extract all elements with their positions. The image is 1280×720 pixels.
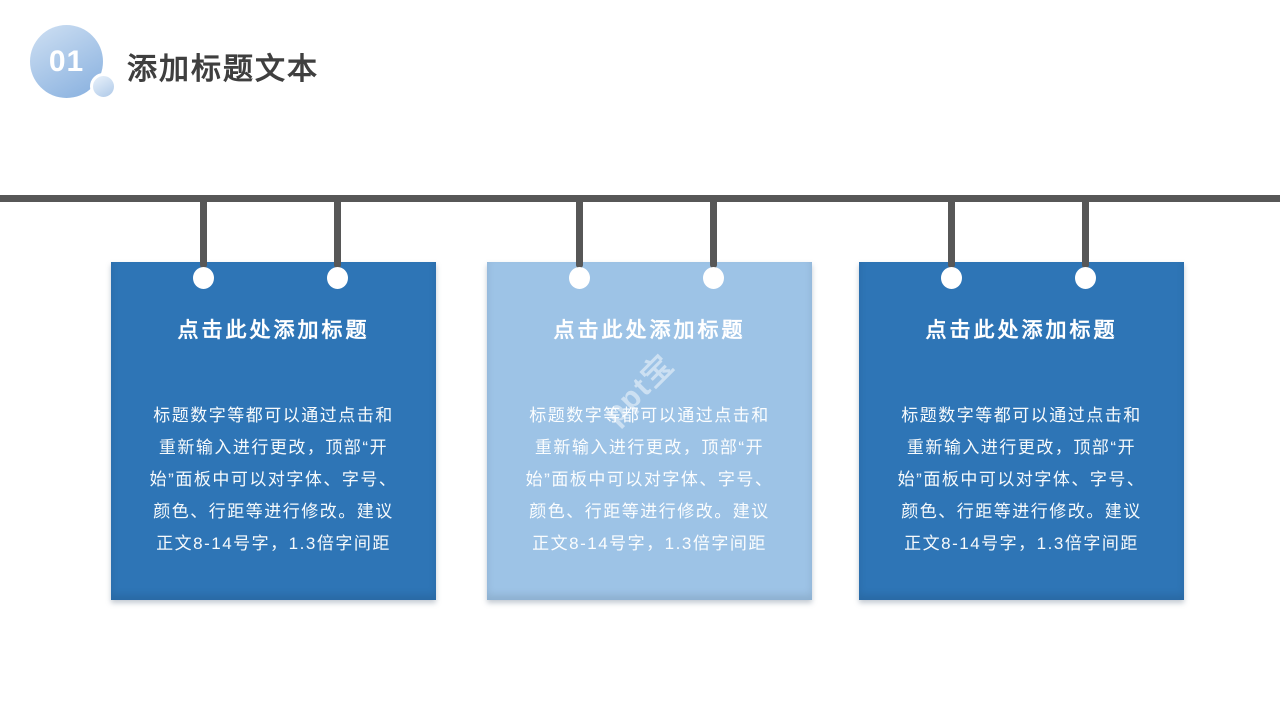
card-body-placeholder[interactable]: 标题数字等都可以通过点击和 重新输入进行更改，顶部“开 始”面板中可以对字体、字… (525, 406, 774, 553)
pin-hole-icon (327, 267, 348, 289)
decorative-dot-icon (90, 73, 117, 100)
section-number: 01 (48, 44, 85, 78)
section-number-circle: 01 (30, 25, 103, 98)
hanger-line-icon (710, 202, 717, 268)
timeline-line (0, 195, 1280, 202)
pin-hole-icon (941, 267, 962, 289)
hanger-line-icon (576, 202, 583, 268)
pin-hole-icon (569, 267, 590, 289)
hanging-card-2[interactable]: ppt宝 点击此处添加标题 标题数字等都可以通过点击和 重新输入进行更改，顶部“… (487, 202, 812, 600)
card-body-placeholder[interactable]: 标题数字等都可以通过点击和 重新输入进行更改，顶部“开 始”面板中可以对字体、字… (149, 406, 398, 553)
page-title: 添加标题文本 (127, 53, 319, 86)
card-title-placeholder[interactable]: 点击此处添加标题 (925, 319, 1118, 342)
hanger-line-icon (948, 202, 955, 268)
hanger-line-icon (200, 202, 207, 268)
card-title-placeholder[interactable]: 点击此处添加标题 (177, 319, 370, 342)
hanging-card-3[interactable]: 点击此处添加标题 标题数字等都可以通过点击和 重新输入进行更改，顶部“开 始”面… (859, 202, 1184, 600)
hanger-line-icon (1082, 202, 1089, 268)
card-body-placeholder[interactable]: 标题数字等都可以通过点击和 重新输入进行更改，顶部“开 始”面板中可以对字体、字… (897, 406, 1146, 553)
pin-hole-icon (703, 267, 724, 289)
card-title-placeholder[interactable]: 点击此处添加标题 (553, 319, 746, 342)
pin-hole-icon (1075, 267, 1096, 289)
pin-hole-icon (193, 267, 214, 289)
hanger-line-icon (334, 202, 341, 268)
hanging-card-1[interactable]: 点击此处添加标题 标题数字等都可以通过点击和 重新输入进行更改，顶部“开 始”面… (111, 202, 436, 600)
